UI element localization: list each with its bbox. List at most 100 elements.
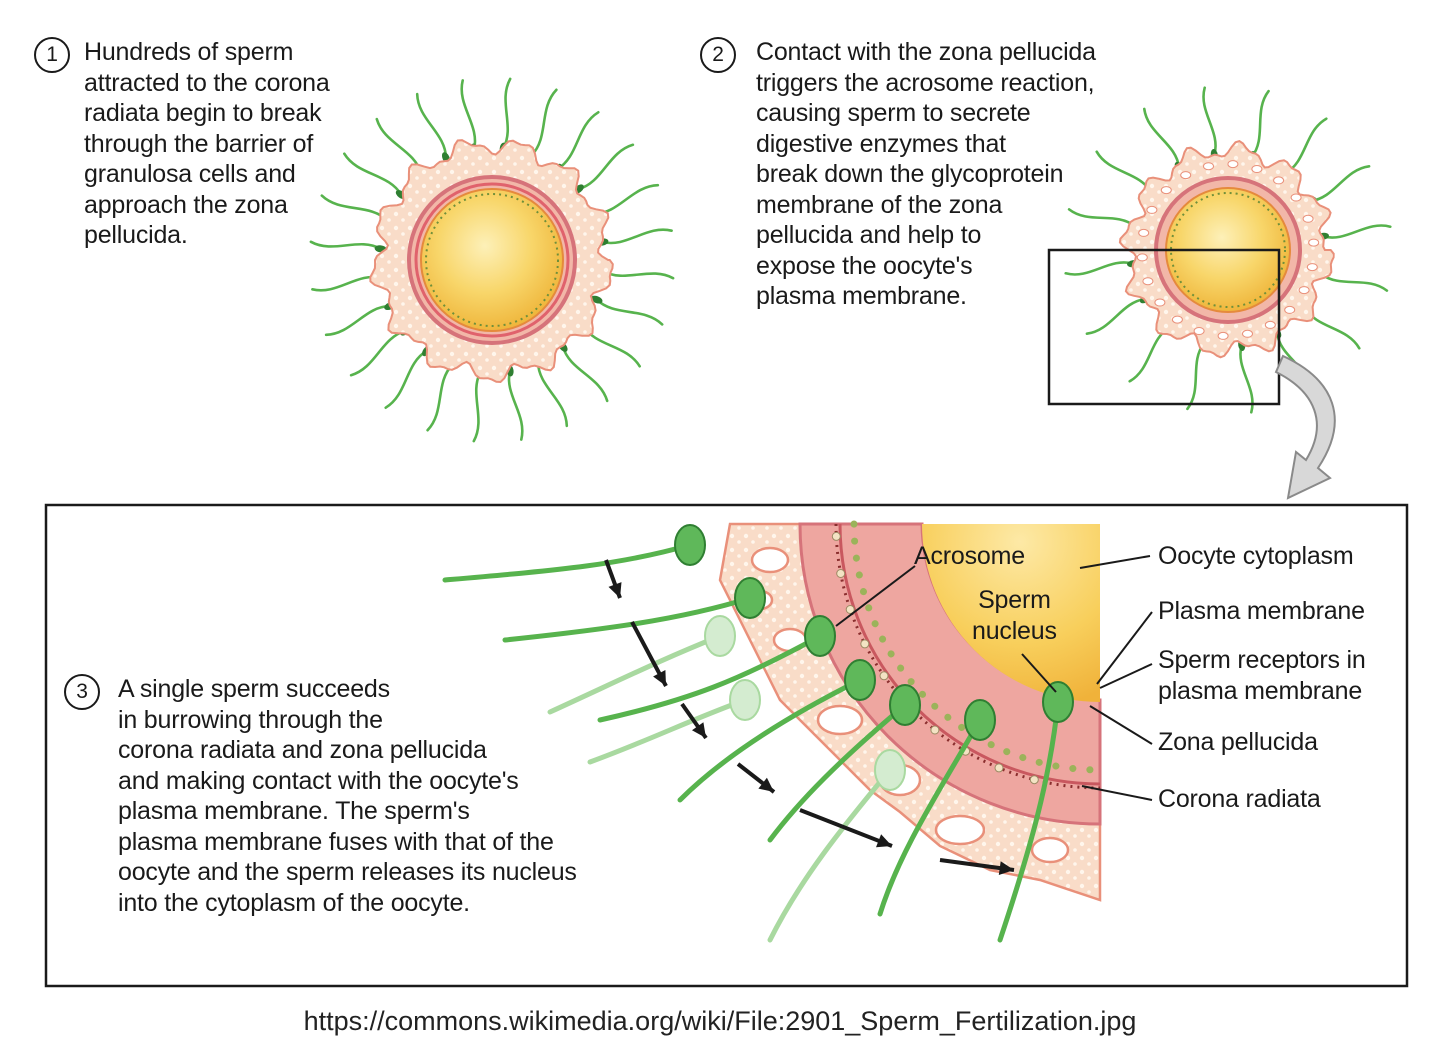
path-arrow-head	[608, 582, 622, 598]
sperm-step1-tail	[309, 240, 382, 251]
step-1-number: 1	[34, 37, 70, 73]
sperm-step2-tail	[1250, 89, 1270, 159]
corona-gap	[1227, 160, 1239, 169]
corona-gaps-step2	[1136, 160, 1320, 340]
label-oocyte-cytoplasm: Oocyte cytoplasm	[1158, 542, 1354, 570]
corona-cell-gap	[1030, 836, 1070, 864]
leader-plasma-membrane	[1096, 611, 1153, 685]
sperm-step2-tail	[1085, 297, 1147, 335]
sperm-head-inset	[704, 615, 736, 657]
zoom-arrow	[1274, 354, 1336, 500]
sperm-head-inset	[844, 659, 876, 701]
sperm-step1-tail	[561, 345, 609, 403]
source-url: https://commons.wikimedia.org/wiki/File:…	[303, 1006, 1137, 1036]
sperm-head-inset	[674, 524, 706, 566]
corona-gap	[1290, 193, 1302, 202]
corona-gap	[1273, 176, 1285, 185]
label-sperm-nucleus: Sperm nucleus	[972, 586, 1057, 645]
sperm-step1-tail	[536, 360, 569, 428]
leader-sperm-receptors	[1099, 663, 1153, 689]
sperm-head-inset	[729, 679, 761, 721]
corona-gap	[1284, 305, 1296, 314]
leader-oocyte-cytoplasm	[1079, 555, 1151, 569]
path-arrow-shaft	[799, 808, 893, 848]
sperm-head-inset	[804, 615, 836, 657]
sperm-receptor	[845, 605, 855, 614]
corona-gap	[1154, 298, 1166, 307]
step-3-text: A single sperm succeeds in burrowing thr…	[118, 675, 577, 917]
sperm-receptor	[930, 725, 940, 735]
corona-gap	[1308, 238, 1320, 247]
sperm-head-inset	[1042, 681, 1074, 723]
plasma-membrane-step1	[425, 193, 559, 327]
corona-gap	[1306, 263, 1318, 272]
zoom-region-box	[1047, 248, 1281, 406]
oocyte-cytoplasm-step1	[420, 188, 564, 332]
sperm-step1-tail	[343, 152, 403, 196]
sperm-step1-tail	[501, 77, 512, 150]
sperm-group-inset	[442, 524, 1074, 943]
leader-lines	[835, 555, 1153, 801]
sperm-receptor	[860, 639, 870, 649]
zona-inner-ring-step1	[414, 182, 570, 338]
sperm-step2-tail	[1186, 341, 1206, 411]
sperm-step2-tail	[1128, 325, 1172, 383]
sperm-receptor	[994, 763, 1004, 773]
sperm-tail-inset	[877, 717, 983, 917]
label-plasma-membrane: Plasma membrane	[1158, 597, 1365, 625]
label-corona-radiata: Corona radiata	[1158, 785, 1321, 813]
corona-gap	[1217, 331, 1229, 340]
sperm-step2-tail	[1239, 343, 1254, 414]
sperm-receptor	[831, 531, 841, 541]
step-2-text: Contact with the zona pellucida triggers…	[756, 38, 1096, 310]
sperm-tail-inset	[597, 633, 823, 723]
leader-corona-radiata	[1081, 785, 1153, 801]
sperm-path-arrows	[604, 559, 1015, 875]
sperm-step2-tail	[1321, 224, 1392, 239]
sperm-head-inset	[734, 577, 766, 619]
sperm-step1-tail	[324, 304, 392, 337]
leader-acrosome	[835, 565, 916, 627]
sperm-step2-tail	[1202, 86, 1217, 157]
sperm-head-inset	[874, 749, 906, 791]
corona-gap	[1138, 228, 1150, 237]
corona-cell-gap	[816, 704, 864, 736]
corona-gap	[1136, 253, 1148, 262]
sperm-tail-inset	[442, 542, 693, 583]
sperm-step1-tail	[384, 349, 428, 409]
oocyte-step1	[309, 77, 675, 443]
label-acrosome: Acrosome	[914, 542, 1025, 570]
path-arrow-head	[653, 670, 666, 686]
corona-gap	[1203, 162, 1214, 171]
corona-gap	[1180, 171, 1192, 180]
sperm-receptor	[836, 569, 846, 578]
path-arrow-head	[692, 722, 706, 738]
plasma-membrane-step2	[1170, 192, 1286, 308]
sperm-step1-tail	[556, 111, 600, 171]
sperm-step2-tail	[1309, 165, 1371, 203]
label-sperm-receptors: Sperm receptors in plasma membrane	[1158, 646, 1366, 705]
sperm-step1-tail	[595, 298, 664, 326]
sperm-tail-inset	[767, 767, 893, 943]
sperm-tail-inset	[997, 699, 1061, 943]
sperm-step2-tail	[1284, 117, 1328, 175]
sperm-step1-tail	[577, 143, 635, 191]
sperm-step1-tail	[601, 228, 673, 245]
corona-cell-gap	[934, 814, 986, 846]
sperm-step1-tail	[602, 269, 675, 280]
sperm-step1-tail	[460, 79, 477, 151]
corona-gap	[1146, 205, 1158, 214]
oocyte-cytoplasm-inset	[922, 524, 1100, 702]
sperm-step1-head	[590, 295, 603, 304]
sperm-step1-tail	[592, 183, 660, 216]
step-3-number: 3	[64, 674, 100, 710]
corona-gap	[1298, 286, 1310, 295]
path-arrow-head	[998, 861, 1014, 875]
corona-gap	[1160, 186, 1172, 195]
corona-cell-gap	[750, 546, 790, 574]
sperm-tail-inset	[547, 633, 723, 715]
path-arrow-head	[758, 777, 774, 792]
sperm-head-inset	[889, 684, 921, 726]
sperm-step1-tail	[426, 363, 454, 432]
